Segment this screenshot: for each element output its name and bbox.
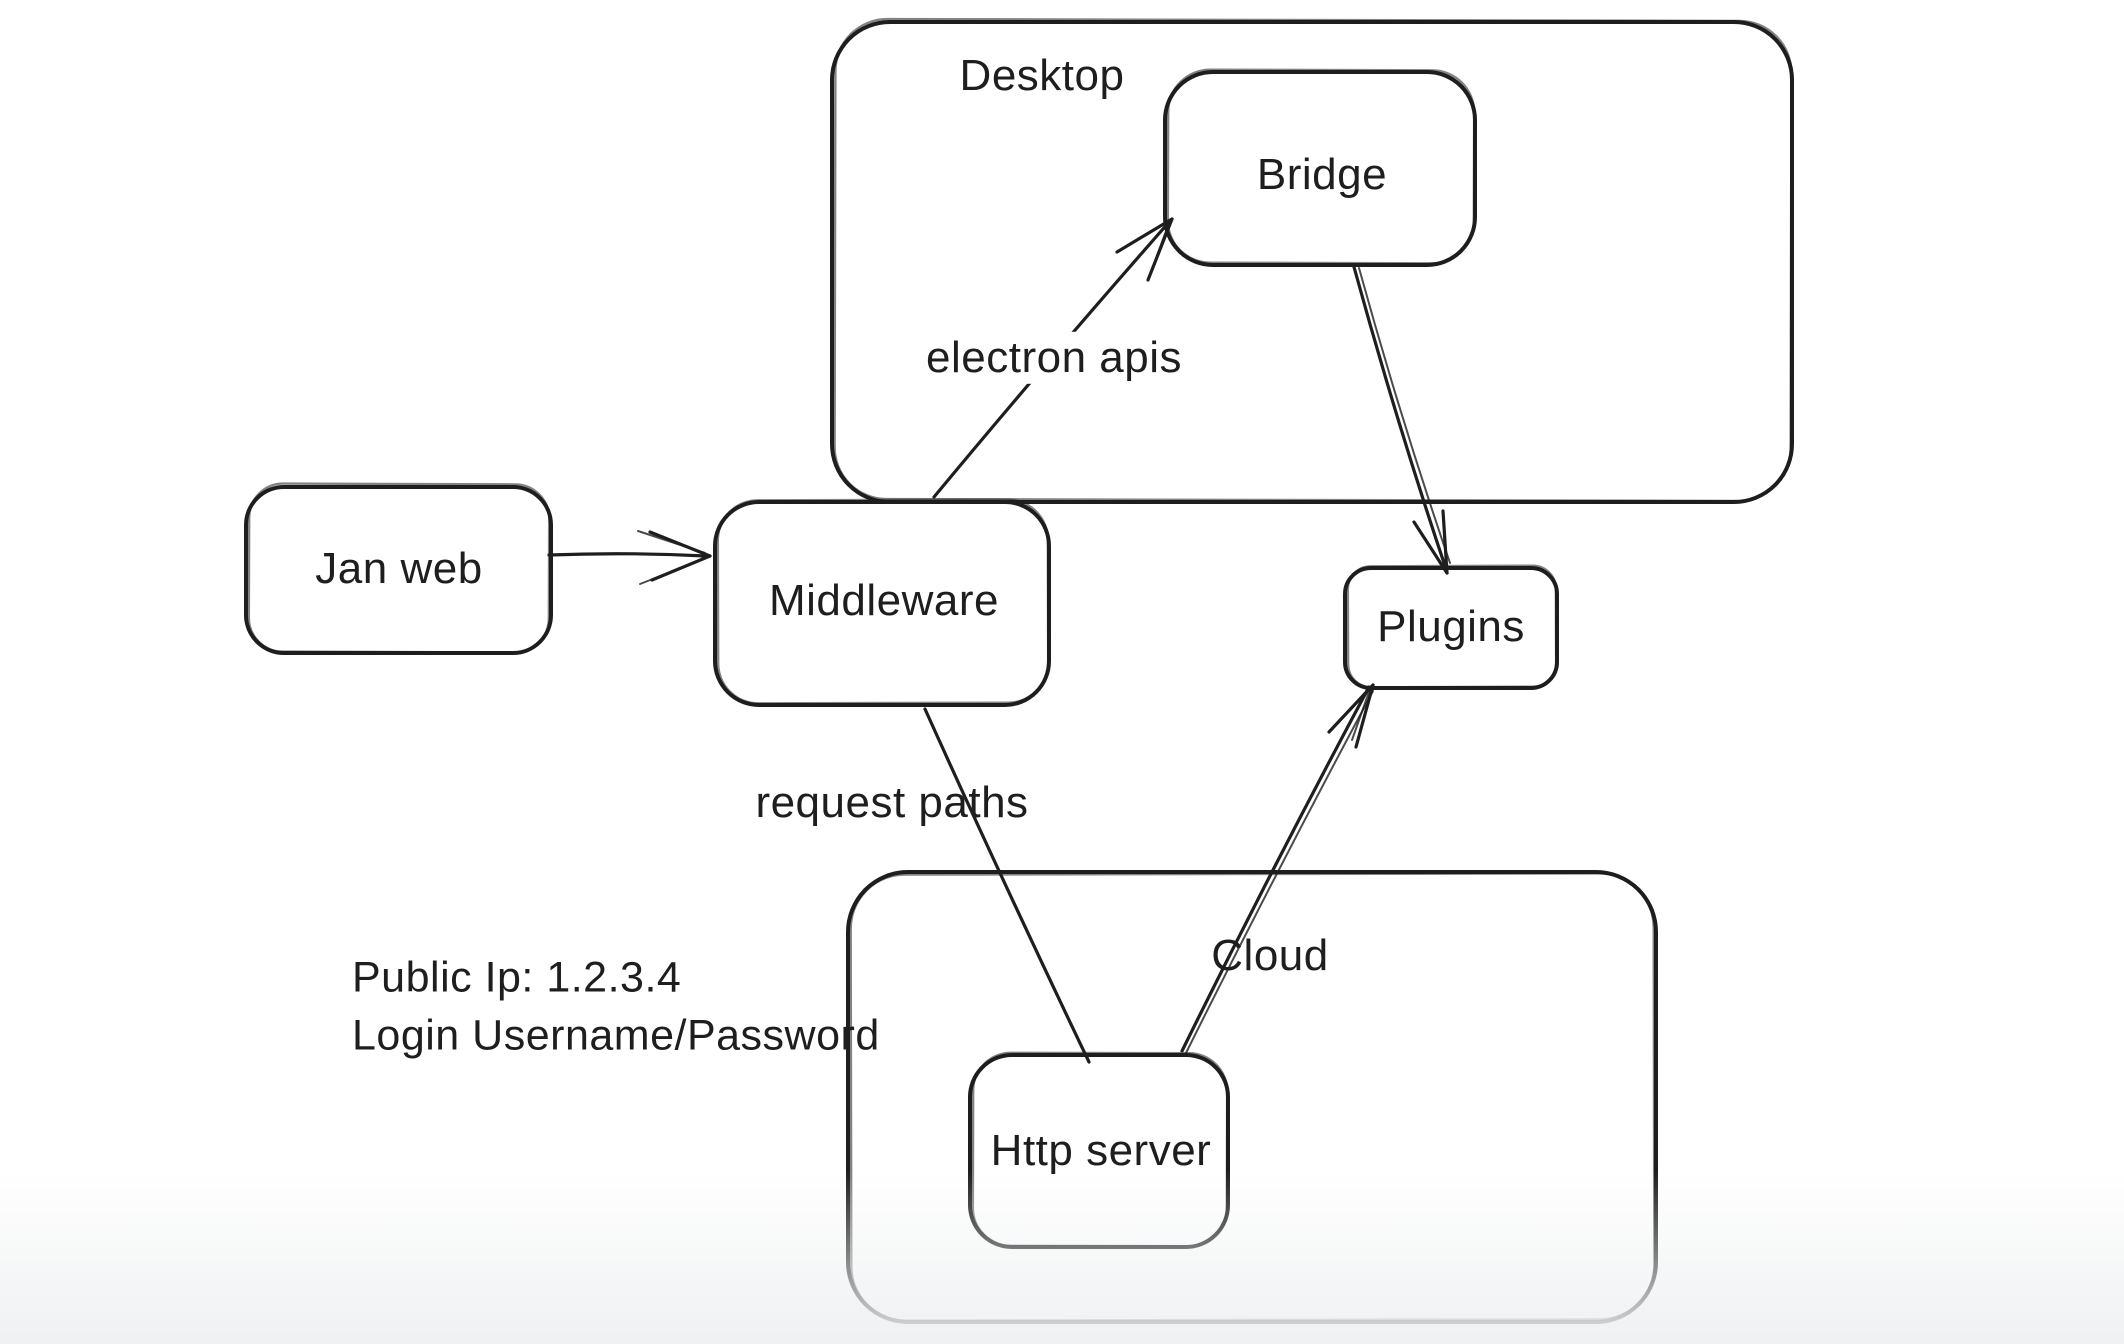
edge-bridge-plugins-shaft[interactable] bbox=[1352, 265, 1448, 571]
edge-janweb-middleware-arrowhead-overdraw bbox=[639, 558, 705, 585]
public-ip-annotation-line[interactable]: Public Ip: 1.2.3.4 bbox=[352, 953, 682, 1002]
jan-web-node-label[interactable]: Jan web bbox=[315, 543, 483, 593]
edge-middleware-bridge-arrowhead-barb bbox=[1115, 217, 1174, 254]
edge-httpserver-plugins-shaft[interactable] bbox=[1180, 685, 1371, 1053]
edge-httpserver-plugins-arrowhead-overdraw bbox=[1351, 688, 1371, 741]
request-paths-edge-label[interactable]: request paths bbox=[755, 777, 1029, 827]
plugins-node-shape-overdraw bbox=[1346, 564, 1558, 689]
middleware-node-shape-overdraw bbox=[716, 498, 1050, 705]
canvas-bottom-fade bbox=[0, 1170, 2124, 1344]
edge-bridge-plugins-shaft-overdraw bbox=[1358, 267, 1451, 564]
edge-httpserver-plugins-arrowhead-barb bbox=[1327, 683, 1375, 734]
jan-web-node-shape-overdraw bbox=[247, 482, 551, 654]
edge-middleware-bridge-arrowhead-overdraw bbox=[1150, 222, 1170, 273]
edge-janweb-middleware-shaft[interactable] bbox=[547, 552, 708, 558]
edge-middleware-httpserver-shaft[interactable] bbox=[923, 707, 1091, 1064]
bridge-node-label[interactable]: Bridge bbox=[1256, 149, 1388, 199]
edge-middleware-to-httpserver[interactable] bbox=[923, 707, 1091, 1064]
desktop-container-label[interactable]: Desktop bbox=[959, 50, 1125, 100]
plugins-node-label[interactable]: Plugins bbox=[1377, 601, 1525, 651]
bridge-node-shape-overdraw bbox=[1166, 68, 1476, 265]
edge-bridge-to-plugins[interactable] bbox=[1352, 265, 1451, 575]
cloud-container-label[interactable]: Cloud bbox=[1211, 930, 1329, 980]
middleware-node-label[interactable]: Middleware bbox=[769, 575, 999, 625]
electron-apis-edge-label[interactable]: electron apis bbox=[914, 331, 1194, 385]
http-server-node-label[interactable]: Http server bbox=[990, 1125, 1212, 1175]
edge-janweb-middleware-arrowhead-overdraw bbox=[637, 530, 706, 554]
login-annotation-line[interactable]: Login Username/Password bbox=[352, 1011, 880, 1060]
edge-httpserver-plugins-arrowhead-barb bbox=[1354, 683, 1375, 749]
edge-bridge-plugins-arrowhead-barb bbox=[1412, 520, 1449, 575]
edge-janweb-to-middleware[interactable] bbox=[547, 530, 712, 585]
edge-httpserver-to-plugins[interactable] bbox=[1180, 683, 1375, 1054]
desktop-container-shape-overdraw bbox=[833, 17, 1793, 503]
edge-bridge-plugins-arrowhead-barb bbox=[1441, 509, 1449, 575]
edge-httpserver-plugins-shaft-overdraw bbox=[1185, 690, 1374, 1054]
